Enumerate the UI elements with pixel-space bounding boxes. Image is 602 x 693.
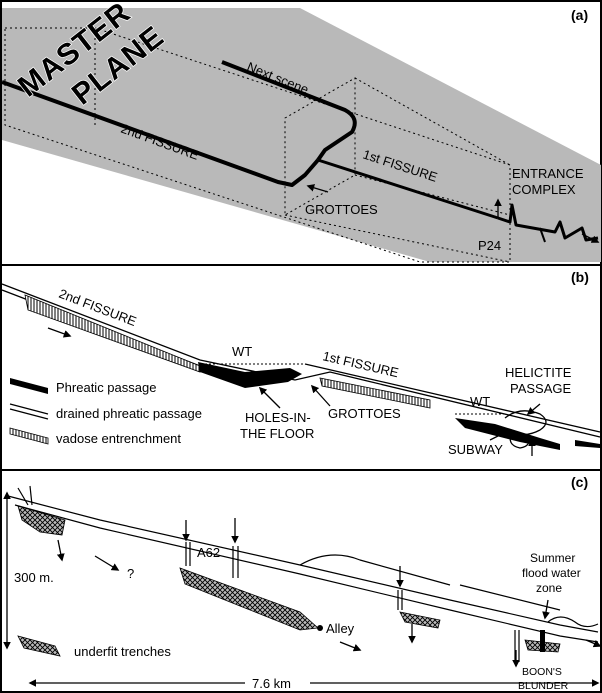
wt-label-left: WT <box>232 344 252 359</box>
alley-label: Alley <box>326 621 355 636</box>
boons-label-1: BOON'S <box>522 666 562 678</box>
master-plane-sheet <box>2 8 601 262</box>
underfit-legend-label: underfit trenches <box>74 644 171 659</box>
grottoes-label-b: GROTTOES <box>328 406 401 421</box>
holes-label-2: THE FLOOR <box>240 426 314 441</box>
holes-label-1: HOLES-IN- <box>245 410 311 425</box>
a62-label: A62 <box>197 545 220 560</box>
legend-phreatic-swatch <box>10 378 48 394</box>
panel-b: 2nd FISSURE 1st FISSURE WT WT HELICTITE … <box>1 269 601 457</box>
passages-a <box>1 60 599 243</box>
boons-label-2: BLUNDER <box>518 680 569 692</box>
arrow-c-5 <box>585 639 602 648</box>
legend-phreatic-label: Phreatic passage <box>56 380 156 395</box>
entrance-passage <box>497 203 599 242</box>
entrance-label-2: COMPLEX <box>512 182 576 197</box>
summer-label-2: flood water <box>522 566 581 580</box>
subway-label: SUBWAY <box>448 442 503 457</box>
p24-label: P24 <box>478 238 501 253</box>
summer-label-1: Summer <box>530 551 575 565</box>
long-profile-c <box>7 495 599 643</box>
alley-dot <box>317 625 323 631</box>
grottoes-label-a: GROTTOES <box>305 202 378 217</box>
summer-label-3: zone <box>536 581 562 595</box>
boons-blunder-shaft <box>540 630 545 652</box>
first-fissure-label-b: 1st FISSURE <box>321 348 400 380</box>
grottoes-arrow-b <box>310 384 331 407</box>
legend-b: Phreatic passage drained phreatic passag… <box>9 378 202 446</box>
legend-drained-swatch <box>9 403 49 420</box>
legend-drained-label: drained phreatic passage <box>56 406 202 421</box>
arrow-c-summer <box>542 599 550 620</box>
wt-label-right: WT <box>470 394 490 409</box>
helictite-label-1: HELICTITE <box>505 365 572 380</box>
helictite-arrow <box>526 403 541 415</box>
underfit-trenches-c <box>17 505 561 653</box>
legend-vadose-label: vadose entrenchment <box>56 431 181 446</box>
legend-vadose-swatch <box>9 427 49 445</box>
helictite-label-2: PASSAGE <box>510 381 572 396</box>
entrance-label-1: ENTRANCE <box>512 166 584 181</box>
second-fissure-passage <box>1 80 320 187</box>
shafts-c <box>17 485 520 662</box>
flow-arrow-b <box>47 327 72 338</box>
helictite-loop <box>504 410 547 436</box>
grottoes-arrow <box>306 184 329 193</box>
question-label: ? <box>127 566 134 581</box>
arrow-c-1 <box>56 539 65 562</box>
legend-underfit-swatch <box>17 635 61 657</box>
height-label: 300 m. <box>14 570 54 585</box>
subway-arrow <box>489 429 512 441</box>
holes-arrow <box>258 386 281 409</box>
panel-label-c: (c) <box>571 474 588 490</box>
length-label: 7.6 km <box>252 676 291 691</box>
flood-zone-path <box>547 616 599 628</box>
vadose-entrenchment-b <box>24 294 431 409</box>
outflow-arrow <box>581 233 600 243</box>
first-fissure-passage <box>317 158 499 220</box>
next-scene-passage <box>221 60 357 162</box>
arrow-c-2 <box>94 555 120 571</box>
panel-label-b: (b) <box>571 269 589 285</box>
arrow-c-alley <box>339 641 362 652</box>
panel-c: 300 m. A62 ? Alley Summer flood water zo… <box>3 474 602 692</box>
panel-label-a: (a) <box>571 7 588 23</box>
panel-a: MASTER PLANE Next scene 2nd FISSURE 1st … <box>1 0 601 263</box>
